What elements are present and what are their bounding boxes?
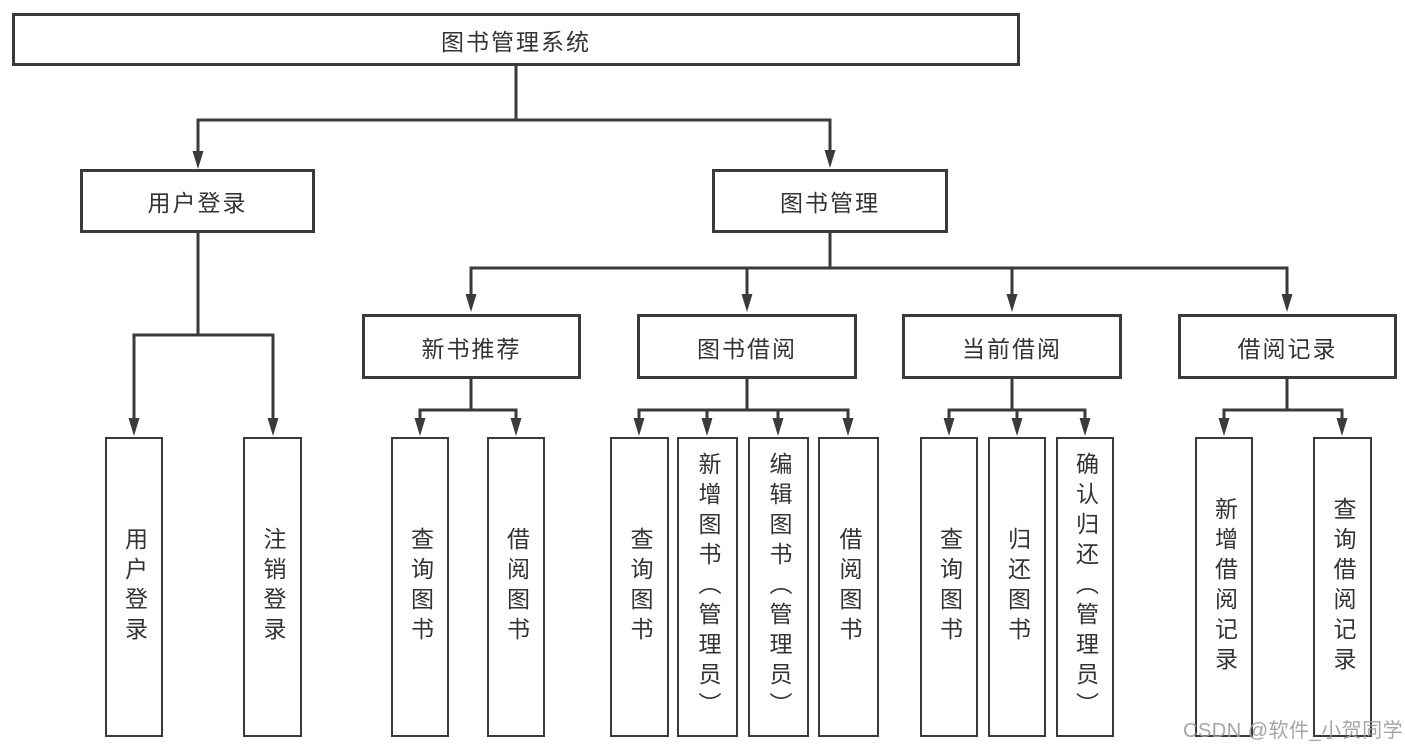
leaf-query-borrow-record-label: 查询借阅记录 [1330, 497, 1356, 677]
csdn-watermark: CSDN @软件_小贺同学 [1183, 720, 1404, 742]
leaf-query-books-current-label: 查询图书 [936, 527, 963, 647]
node-current-borrowing: 当前借阅 [902, 314, 1122, 379]
leaf-logout: 注销登录 [243, 437, 302, 737]
leaf-borrow-books-label: 借阅图书 [836, 527, 862, 647]
leaf-borrow-books: 借阅图书 [818, 437, 879, 737]
node-new-book-recommend-label: 新书推荐 [421, 335, 522, 362]
leaf-confirm-return-admin: 确认归还（管理员） [1056, 437, 1114, 737]
node-library-system: 图书管理系统 [12, 13, 1020, 66]
node-borrowing-records: 借阅记录 [1178, 314, 1397, 379]
node-book-management-label: 图书管理 [780, 190, 880, 216]
node-library-system-label: 图书管理系统 [441, 28, 591, 55]
node-book-borrowing: 图书借阅 [637, 314, 857, 379]
leaf-edit-books-admin: 编辑图书（管理员） [748, 437, 809, 737]
leaf-user-login-label: 用户登录 [121, 527, 148, 647]
leaf-return-books-label: 归还图书 [1004, 527, 1031, 647]
leaf-return-books: 归还图书 [988, 437, 1046, 737]
leaf-query-borrow-record: 查询借阅记录 [1313, 437, 1372, 737]
leaf-edit-books-admin-label: 编辑图书（管理员） [766, 452, 792, 722]
leaf-user-login: 用户登录 [105, 437, 163, 737]
leaf-confirm-return-admin-label: 确认归还（管理员） [1072, 452, 1099, 722]
node-book-borrowing-label: 图书借阅 [697, 335, 797, 362]
leaf-add-books-admin: 新增图书（管理员） [677, 437, 738, 737]
leaf-add-borrow-record-label: 新增借阅记录 [1211, 497, 1238, 677]
leaf-borrow-books-recommend-label: 借阅图书 [503, 527, 530, 647]
node-book-management: 图书管理 [712, 169, 948, 233]
leaf-query-books-borrowing-label: 查询图书 [627, 527, 653, 647]
leaf-add-borrow-record: 新增借阅记录 [1195, 437, 1253, 737]
leaf-query-books-recommend-label: 查询图书 [407, 527, 434, 647]
leaf-query-books-borrowing: 查询图书 [610, 437, 669, 737]
leaf-query-books-recommend: 查询图书 [391, 437, 449, 737]
leaf-logout-label: 注销登录 [260, 527, 286, 647]
leaf-borrow-books-recommend: 借阅图书 [487, 437, 545, 737]
node-new-book-recommend: 新书推荐 [362, 314, 581, 379]
leaf-add-books-admin-label: 新增图书（管理员） [695, 452, 721, 722]
node-user-login: 用户登录 [80, 169, 315, 233]
leaf-query-books-current: 查询图书 [920, 437, 978, 737]
node-user-login-label: 用户登录 [147, 190, 248, 216]
node-current-borrowing-label: 当前借阅 [962, 335, 1062, 362]
node-borrowing-records-label: 借阅记录 [1237, 335, 1338, 362]
